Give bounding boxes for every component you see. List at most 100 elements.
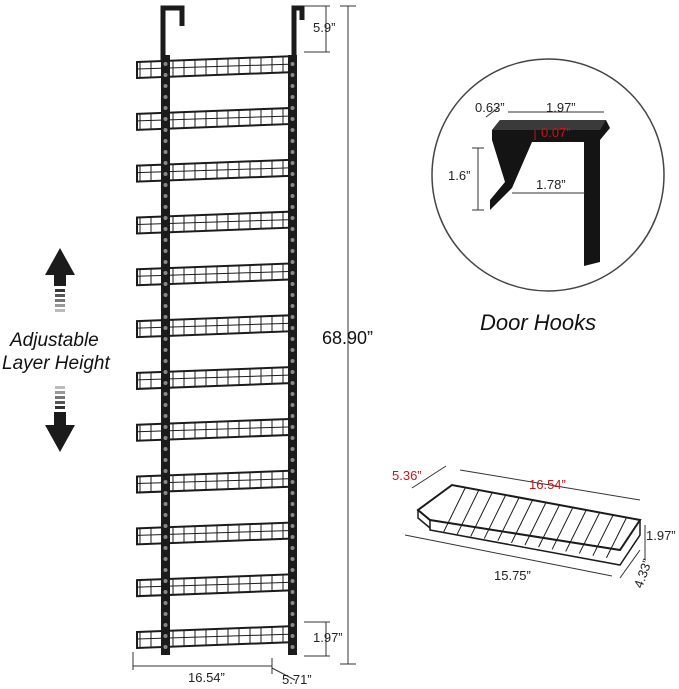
basket-height-label: 1.97” xyxy=(646,528,676,543)
rail-hole xyxy=(163,260,168,264)
down-arrow-stripe xyxy=(55,391,65,394)
left-door-hook xyxy=(160,5,185,60)
rail-hole xyxy=(163,546,168,550)
rail-hole xyxy=(290,62,295,66)
rail-hole xyxy=(163,271,168,275)
rail-hole xyxy=(290,172,295,176)
rail-hole xyxy=(290,216,295,220)
rail-hole xyxy=(163,645,168,649)
rail-hole xyxy=(163,436,168,440)
rail-hole xyxy=(163,293,168,297)
basket-bottom-length-label: 15.75” xyxy=(494,568,531,583)
down-arrow-stripe xyxy=(55,386,65,389)
rack-width-label: 16.54” xyxy=(188,670,225,685)
rail-hole xyxy=(163,95,168,99)
up-arrow-stripe xyxy=(55,304,65,307)
rail-hole xyxy=(163,568,168,572)
rail-hole xyxy=(163,359,168,363)
rail-hole xyxy=(290,183,295,187)
down-arrow-stripe xyxy=(55,401,65,404)
rail-hole xyxy=(290,271,295,275)
rail-hole xyxy=(290,304,295,308)
rail-hole xyxy=(163,62,168,66)
rail-hole xyxy=(290,128,295,132)
rack-dimension-lines xyxy=(132,5,356,681)
rail-hole xyxy=(290,590,295,594)
rail-hole xyxy=(290,249,295,253)
rail-hole xyxy=(290,568,295,572)
down-arrow-stripe xyxy=(55,406,65,409)
hook-gap-label: 0.07” xyxy=(541,125,571,140)
rail-hole xyxy=(163,403,168,407)
rail-hole xyxy=(163,183,168,187)
rail-hole xyxy=(290,260,295,264)
rail-hole xyxy=(290,403,295,407)
basket-wire xyxy=(538,504,560,548)
rack-basket xyxy=(136,314,297,339)
basket-detail-wires xyxy=(443,487,628,559)
rail-hole xyxy=(163,249,168,253)
hook-shape xyxy=(490,120,610,266)
basket-detail-lip xyxy=(417,510,431,529)
rail-hole xyxy=(290,535,295,539)
rail-hole xyxy=(290,524,295,528)
rail-hole xyxy=(163,370,168,374)
rack-basket xyxy=(136,469,297,494)
rail-hole xyxy=(163,579,168,583)
up-arrow-stripe xyxy=(55,299,65,302)
rail-hole xyxy=(163,205,168,209)
rail-hole xyxy=(290,491,295,495)
rail-hole xyxy=(290,458,295,462)
up-arrow-stripe xyxy=(55,294,65,297)
door-hook-detail xyxy=(431,58,665,292)
rack-basket xyxy=(136,54,297,80)
rail-hole xyxy=(163,535,168,539)
rail-hole xyxy=(290,623,295,627)
rail-hole xyxy=(163,447,168,451)
rail-hole xyxy=(290,425,295,429)
rail-hole xyxy=(290,84,295,88)
rail-hole xyxy=(163,128,168,132)
rail-hole xyxy=(290,227,295,231)
rail-hole xyxy=(163,392,168,396)
rail-hole xyxy=(290,557,295,561)
rail-hole xyxy=(163,601,168,605)
rail-hole xyxy=(163,348,168,352)
basket-wire xyxy=(565,509,587,552)
top-hook-height-label: 5.9” xyxy=(313,20,336,35)
rail-hole xyxy=(290,95,295,99)
rack-basket xyxy=(136,573,297,598)
rail-hole xyxy=(290,436,295,440)
rail-hole xyxy=(290,612,295,616)
rail-hole xyxy=(290,194,295,198)
rail-hole xyxy=(163,524,168,528)
rail-hole xyxy=(163,194,168,198)
rail-hole xyxy=(163,458,168,462)
down-arrow-icon xyxy=(45,412,75,452)
left-rail xyxy=(161,55,170,655)
rail-hole xyxy=(163,304,168,308)
rack-basket xyxy=(136,210,297,235)
adjustable-label-line1: Adjustable xyxy=(10,330,99,351)
rail-hole xyxy=(163,106,168,110)
rail-hole xyxy=(163,634,168,638)
rail-hole xyxy=(290,546,295,550)
hook-top-face xyxy=(492,120,606,130)
rack-basket xyxy=(136,158,297,183)
rail-hole xyxy=(163,326,168,330)
rail-hole xyxy=(290,161,295,165)
rail-hole xyxy=(290,150,295,154)
basket-detail xyxy=(416,483,642,566)
rack-basket xyxy=(136,262,297,287)
hook-top-width-label: 1.97” xyxy=(546,100,576,115)
basket-wire xyxy=(578,512,601,554)
rail-hole xyxy=(290,348,295,352)
basket-wire xyxy=(497,497,520,541)
rail-hole xyxy=(290,139,295,143)
up-arrow-stripe xyxy=(55,289,65,292)
rail-hole xyxy=(290,392,295,396)
basket-detail-outline xyxy=(416,483,642,552)
basket-wire xyxy=(483,494,507,539)
basket-detail-bottom xyxy=(429,520,641,566)
